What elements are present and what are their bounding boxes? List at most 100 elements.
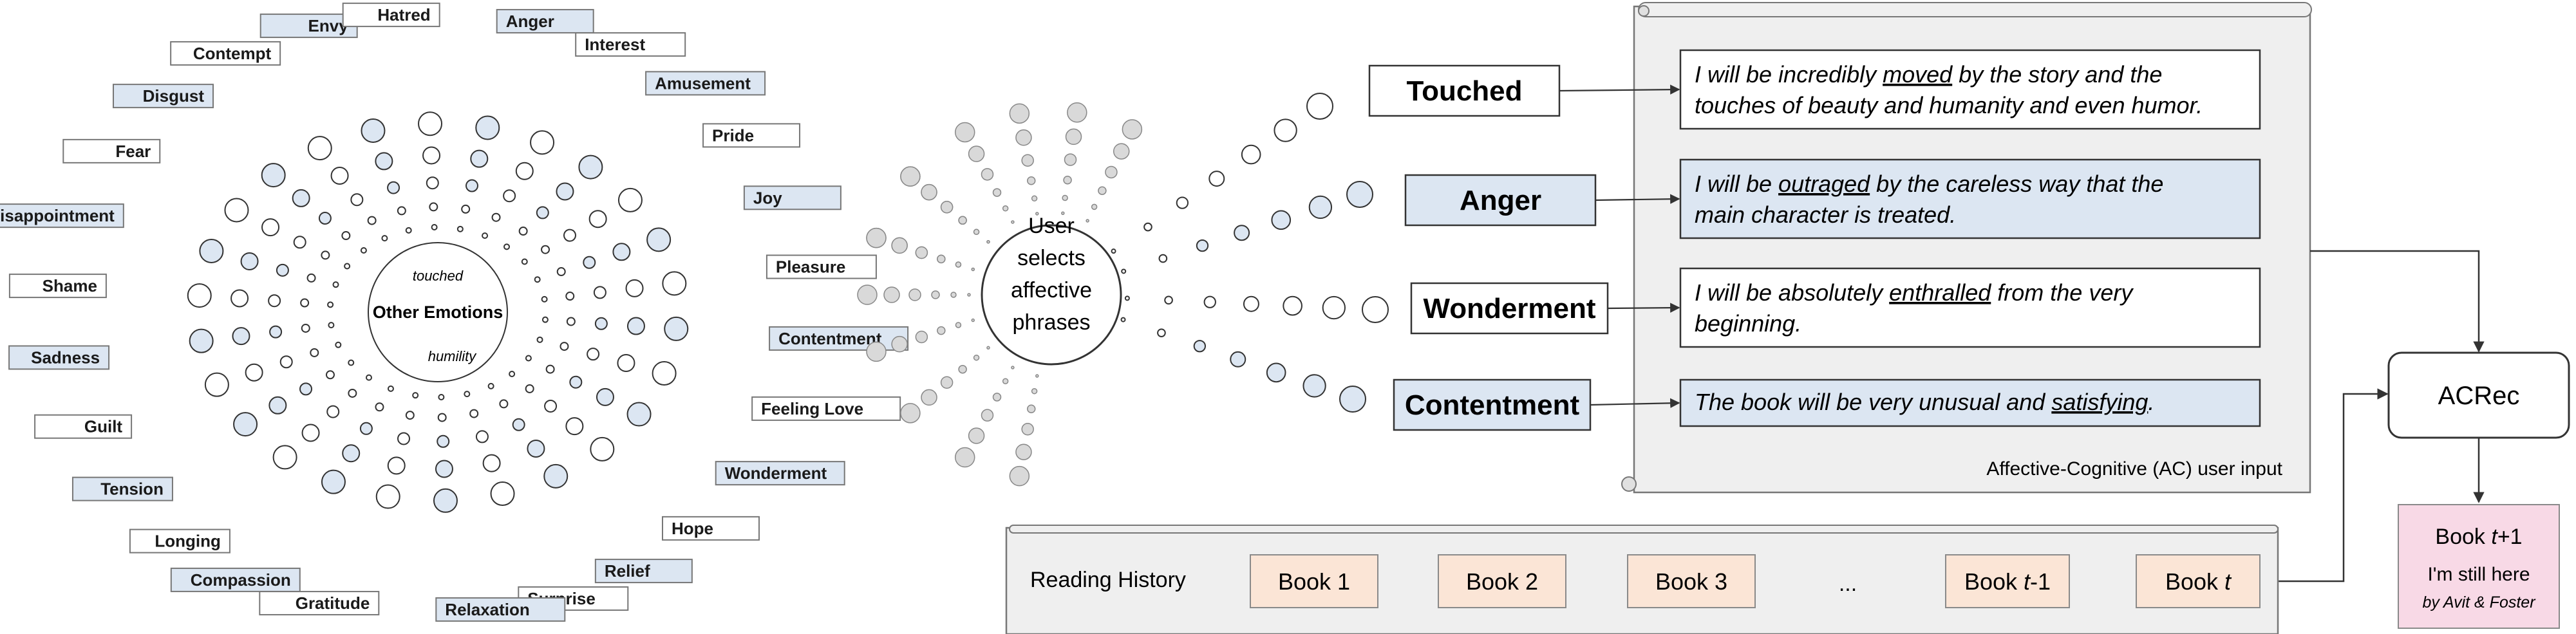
wheel-dot: [301, 424, 320, 442]
emotion-label-box: [113, 84, 214, 109]
wheel-dot: [367, 216, 377, 225]
wheel-dot: [521, 258, 528, 265]
wheel-dot: [230, 289, 249, 308]
selector-dot: [971, 318, 975, 322]
selector-dot: [981, 168, 994, 181]
wheel-dot: [293, 236, 306, 249]
wheel-dot: [431, 224, 438, 231]
selector-dot: [958, 216, 967, 225]
wheel-dot: [276, 263, 289, 277]
wheel-dot: [563, 228, 576, 242]
wheel-dot: [344, 263, 351, 270]
wheel-dot: [536, 206, 549, 219]
selector-dot: [915, 246, 928, 259]
wheel-dot: [348, 359, 355, 366]
wheel-dot: [578, 154, 603, 180]
emotion-wheel: AngerInterestAmusementPrideJoyPleasureCo…: [0, 3, 909, 622]
selector-dot: [986, 239, 990, 244]
phrase-text-line-2: touches of beauty and humanity and even …: [1695, 92, 2203, 118]
wheel-dot: [556, 182, 574, 201]
wheel-dot: [433, 488, 458, 513]
emotion-label-box: [71, 476, 173, 501]
scroll-top-curl: [1638, 5, 1650, 17]
wheel-dot: [543, 463, 569, 489]
selector-dot: [1065, 128, 1082, 145]
wheel-dot: [626, 317, 645, 335]
wheel-dot: [328, 322, 335, 329]
phrase-arrow: [1559, 84, 1680, 95]
wheel-dot: [375, 402, 384, 412]
wheel-dot: [240, 252, 259, 270]
wheel-dot: [594, 317, 608, 330]
emotion-label: Envy: [308, 16, 349, 35]
selector-dot: [1164, 295, 1173, 305]
wheel-dot: [387, 181, 400, 194]
emotion-label: Pride: [712, 126, 754, 145]
selector-dot: [1124, 295, 1130, 301]
wheel-dot: [435, 460, 453, 478]
wheel-dot: [279, 355, 293, 369]
phrase-text-line-1: I will be incredibly moved by the story …: [1695, 61, 2162, 88]
emotion-label: Gratitude: [296, 593, 370, 613]
wheel-dot: [292, 189, 310, 207]
history-book-t-label: Book t: [2165, 568, 2232, 595]
selector-dot: [1031, 387, 1038, 395]
wheel-dot: [527, 439, 545, 458]
selector-dot: [1011, 366, 1015, 369]
selector-dot-rays: [857, 93, 1389, 487]
emotion-label-box: [8, 345, 110, 370]
selector-dot: [857, 284, 878, 305]
selector-dot: [986, 346, 990, 350]
emotion-label: Disgust: [143, 86, 205, 106]
selector-dot: [950, 292, 957, 298]
phrase-emotion-box: [1404, 174, 1597, 227]
wheel-dot: [470, 149, 489, 168]
emotion-label-box: [8, 274, 107, 299]
wheel-dot: [596, 387, 614, 406]
wheel-dot: [405, 411, 415, 420]
phrase-text-box: [1679, 49, 2261, 130]
history-book-t-minus-1-label: Book t-1: [1964, 568, 2051, 595]
wheel-dot: [199, 238, 224, 263]
phrase-text-line-1: I will be absolutely enthralled from the…: [1695, 279, 2134, 306]
selector-dot: [1111, 248, 1116, 254]
wheel-dot: [475, 115, 500, 140]
selector-line-4: phrases: [1013, 310, 1091, 335]
wheel-dot: [204, 372, 229, 397]
wheel-dot: [335, 341, 342, 348]
selector-line-3: affective: [1011, 278, 1092, 303]
emotion-label: Anger: [506, 12, 554, 31]
wheel-dot: [268, 396, 287, 415]
recommended-book: Book t+1 I'm still here by Avit & Foster: [2398, 504, 2560, 629]
wheel-dot: [559, 342, 569, 351]
selector-dot: [1015, 129, 1032, 146]
selector-dot: [883, 286, 900, 303]
emotion-label: Relief: [605, 561, 650, 581]
selector-dot: [908, 288, 921, 301]
wheel-dot: [566, 317, 576, 326]
emotion-label-box: [661, 516, 760, 541]
selector-dot: [1061, 211, 1065, 215]
selector-dot: [992, 188, 1002, 197]
history-book-label: Book 3: [1655, 568, 1727, 595]
wheel-dot: [588, 210, 607, 228]
selector-dot: [1176, 196, 1189, 209]
selector-dot: [955, 261, 962, 268]
wheel-dot: [360, 247, 367, 254]
wheel-dot: [525, 384, 534, 393]
emotion-label: Contempt: [193, 44, 272, 63]
wheel-dot: [405, 227, 412, 234]
wheel-dot: [482, 232, 489, 239]
wheel-dot: [593, 286, 606, 299]
phrase-emotion-box: [1393, 378, 1592, 431]
selector-dot: [1230, 351, 1246, 368]
emotion-label-box: [62, 138, 161, 163]
selector-dot: [1157, 328, 1166, 337]
wheel-dot: [534, 276, 541, 283]
emotion-label: Compassion: [191, 570, 291, 590]
wheel-dot: [397, 432, 411, 445]
wheel-dot: [490, 481, 515, 507]
scroll-bottom-curl: [1621, 476, 1637, 492]
selector-dot: [981, 409, 994, 422]
wheel-dot: [189, 328, 214, 353]
